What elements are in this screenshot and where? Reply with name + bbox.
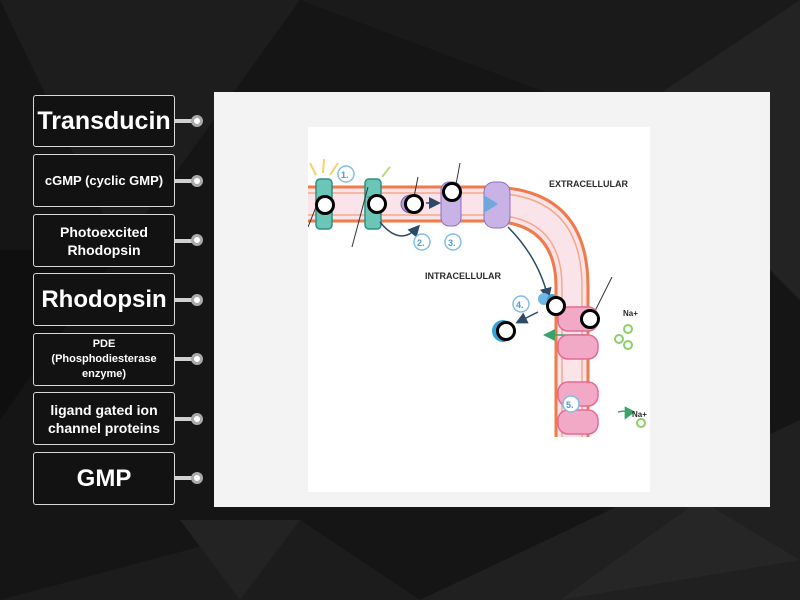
drop-target-cgmp[interactable] [546,296,566,316]
diagram-svg: 1. 2. 3. 4. 5. EXTRACELLULAR INTRACELLUL… [307,158,647,437]
label-text: Photoexcited Rhodopsin [60,223,148,258]
label-tile-cgmp[interactable]: cGMP (cyclic GMP) [33,154,175,207]
label-tile-transducin[interactable]: Transducin [33,95,175,147]
tile-handle[interactable] [191,353,203,365]
drop-target-rhodopsin-left[interactable] [315,195,335,215]
na-label-top: Na+ [623,309,638,318]
tile-connector [175,357,197,361]
label-text: PDE (Phosphodiesterase enzyme) [51,338,157,380]
drop-target-ion-channel[interactable] [580,309,600,329]
label-tile-photoexcited-rhodopsin[interactable]: Photoexcited Rhodopsin [33,214,175,267]
drop-target-transducin[interactable] [404,194,424,214]
tile-handle[interactable] [191,294,203,306]
label-tile-gmp[interactable]: GMP [33,452,175,505]
label-tile-ligand-gated[interactable]: ligand gated ion channel proteins [33,392,175,445]
tile-handle[interactable] [191,115,203,127]
label-text: GMP [76,464,132,492]
drop-target-rhodopsin-right[interactable] [367,194,387,214]
membrane-band [308,187,588,437]
tile-handle[interactable] [191,234,203,246]
drop-target-pde[interactable] [442,182,462,202]
sodium-ions [614,324,646,428]
label-text: cGMP (cyclic GMP) [44,173,164,188]
phototransduction-diagram: 1. 2. 3. 4. 5. EXTRACELLULAR INTRACELLUL… [307,127,650,492]
tile-connector [175,239,197,243]
label-tile-pde[interactable]: PDE (Phosphodiesterase enzyme) [33,333,175,386]
step-3: 3. [448,238,456,248]
tile-handle[interactable] [191,413,203,425]
step-5: 5. [566,400,574,410]
step-2: 2. [417,238,425,248]
tile-connector [175,179,197,183]
step-4: 4. [516,300,524,310]
label-text: ligand gated ion channel proteins [47,401,161,436]
light-rays [309,158,339,176]
label-text: Transducin [37,106,171,135]
tile-connector [175,119,197,123]
ion-channel [557,306,599,435]
tile-connector [175,298,197,302]
step-1: 1. [341,170,349,180]
tile-connector [175,476,197,480]
tile-connector [175,417,197,421]
tile-handle[interactable] [191,175,203,187]
tile-handle[interactable] [191,472,203,484]
membrane-inner [308,219,558,437]
drop-target-gmp[interactable] [496,321,516,341]
extracellular-label: EXTRACELLULAR [549,179,628,189]
intracellular-label: INTRACELLULAR [425,271,501,281]
na-label-bottom: Na+ [632,410,647,419]
label-tile-rhodopsin[interactable]: Rhodopsin [33,273,175,326]
label-text: Rhodopsin [41,285,167,313]
